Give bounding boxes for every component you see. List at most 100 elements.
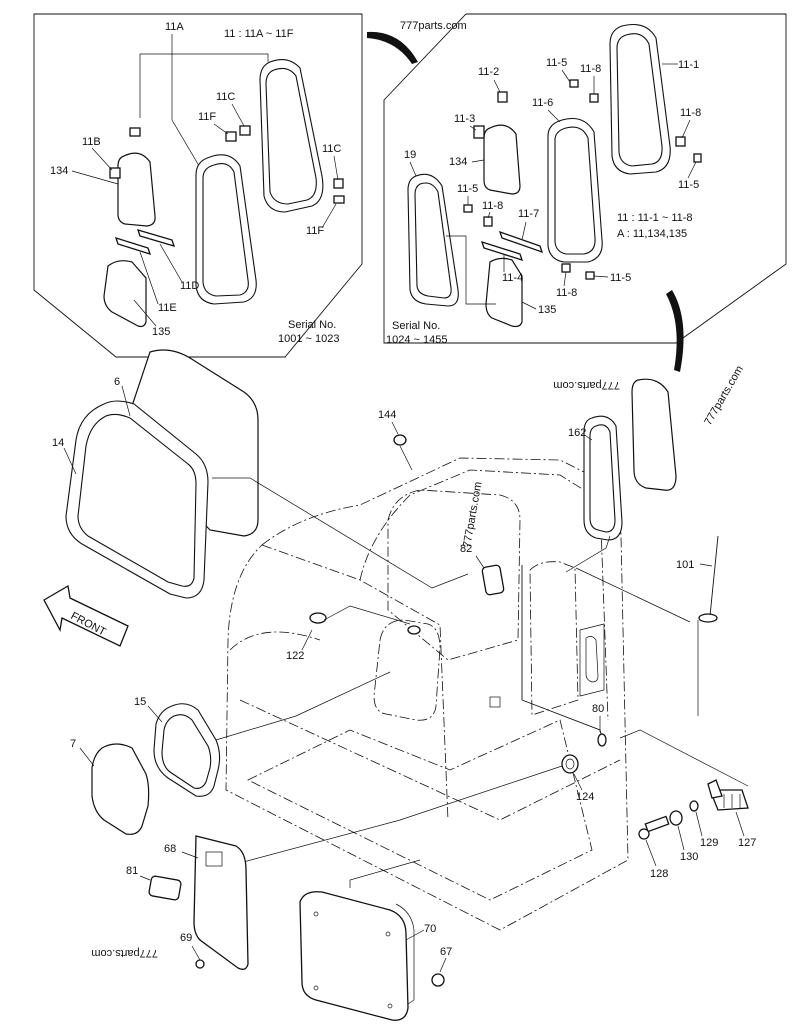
cab-rear-rail <box>521 699 603 739</box>
antenna-base <box>698 613 718 623</box>
label-11-8-bottom: 11-8 <box>556 287 577 299</box>
grommet-122-cab <box>407 625 421 635</box>
watermark-mirrored-top: 777parts.com <box>553 379 620 391</box>
clip-11C-a <box>239 125 251 136</box>
leader-82 <box>475 555 485 569</box>
label-124: 124 <box>576 791 594 803</box>
clip-11F-a <box>225 131 237 142</box>
bolt-11-5-mid <box>463 204 473 213</box>
label-7: 7 <box>70 738 76 750</box>
label-11-3: 11-3 <box>454 113 475 125</box>
label-14: 14 <box>52 437 64 449</box>
leader-129 <box>695 811 703 837</box>
inset-right: 777parts.com 11 : 11-1 ~ 11-8 A : 11,134… <box>383 13 787 346</box>
cab-floor-line <box>239 699 621 821</box>
label-11-8-right: 11-8 <box>680 107 701 119</box>
label-81: 81 <box>126 865 138 877</box>
curved-arrow-top <box>367 31 418 64</box>
label-162: 162 <box>568 427 586 439</box>
strip-11E <box>114 237 152 255</box>
clip-11B <box>129 127 141 137</box>
label-11A: 11A <box>165 21 184 33</box>
leader-handle-to-cab <box>619 729 749 787</box>
inset-left-frame <box>33 13 363 358</box>
inset-right-serial-title: Serial No. <box>392 320 440 332</box>
rear-window-group: 162 <box>565 378 677 573</box>
leader-11C-top <box>231 103 245 127</box>
label-135-right: 135 <box>538 304 556 316</box>
watermark-top: 777parts.com <box>400 20 467 32</box>
leader-101 <box>699 563 713 567</box>
bolt-67 <box>431 973 445 987</box>
leader-144-down <box>399 445 413 471</box>
label-70: 70 <box>424 923 436 935</box>
leader-A-group <box>446 235 496 305</box>
side-window-group: 15 7 <box>70 671 391 835</box>
bolt-11-5-bottom <box>585 271 595 280</box>
cab-slot <box>585 636 599 683</box>
rear-seal-162-inner <box>589 424 616 533</box>
seal-11-6-inner <box>554 126 596 255</box>
leader-11F-top <box>213 123 229 135</box>
strip-11-4 <box>480 240 524 262</box>
leader-14 <box>63 447 77 475</box>
leader-130 <box>677 825 685 851</box>
bolt-128 <box>644 815 670 833</box>
antenna-rod <box>709 535 719 617</box>
label-128: 128 <box>650 868 668 880</box>
leader-7 <box>79 747 95 767</box>
leader-11-5-right <box>687 161 697 179</box>
seal-11-1-inner <box>616 33 663 167</box>
leader-11D <box>159 243 183 283</box>
inset-left-note: 11 : 11A ~ 11F <box>224 28 294 40</box>
bolt-69 <box>195 959 205 969</box>
side-panel-68 <box>193 835 249 970</box>
label-11-8-mid: 11-8 <box>482 200 503 212</box>
leader-124 <box>573 773 583 791</box>
leader-11A-1 <box>139 53 269 118</box>
latch-11B <box>109 167 121 179</box>
watermark-right: 777parts.com <box>702 364 746 428</box>
bottom-panel-70 <box>299 891 409 1021</box>
cab-slot-plate <box>579 623 605 697</box>
handle-group: 127 129 130 128 <box>619 729 756 880</box>
cab-body <box>225 457 629 931</box>
glass-134-right <box>483 124 521 195</box>
cab-access-hole <box>489 696 501 708</box>
cab-front-edge <box>261 544 449 821</box>
grommet-122 <box>309 612 327 624</box>
leader-11E <box>139 251 159 305</box>
cab-outline <box>225 457 629 931</box>
part-80 <box>597 733 607 747</box>
leader-11-5-bottom <box>593 275 609 278</box>
label-144: 144 <box>378 409 396 421</box>
cab-side-window-opening <box>373 619 441 721</box>
leader-11F-right <box>321 203 337 229</box>
bolt-128-head <box>638 828 650 840</box>
inset-right-frame <box>383 13 787 344</box>
leader-135-left <box>133 299 157 327</box>
label-127: 127 <box>738 837 756 849</box>
part-81 <box>148 875 182 901</box>
label-11E: 11E <box>158 302 177 314</box>
clip-11C-b <box>333 178 344 189</box>
front-window-group: 6 14 <box>52 349 469 599</box>
inset-right-note-1: 11 : 11-1 ~ 11-8 <box>617 212 693 224</box>
glass-135-right <box>485 257 523 328</box>
leader-rear-to-cab <box>565 535 611 573</box>
label-68: 68 <box>164 843 176 855</box>
grommet-124 <box>561 754 579 774</box>
inset-left: 11 : 11A ~ 11F 11A 11C 11F 11B 11C 13 <box>33 13 363 358</box>
leader-11-6 <box>547 109 561 123</box>
leader-15 <box>147 705 163 723</box>
leader-11-3 <box>469 125 477 131</box>
label-101: 101 <box>676 559 694 571</box>
part-11-8-bottom <box>561 263 571 273</box>
grommet-124-inner <box>565 758 575 770</box>
leader-11B <box>91 147 113 171</box>
washer-129 <box>689 800 699 812</box>
leader-11-5-top <box>561 69 571 83</box>
leader-122-to-cab <box>323 605 411 625</box>
label-11F-right: 11F <box>306 225 324 237</box>
label-11-2: 11-2 <box>478 66 499 78</box>
